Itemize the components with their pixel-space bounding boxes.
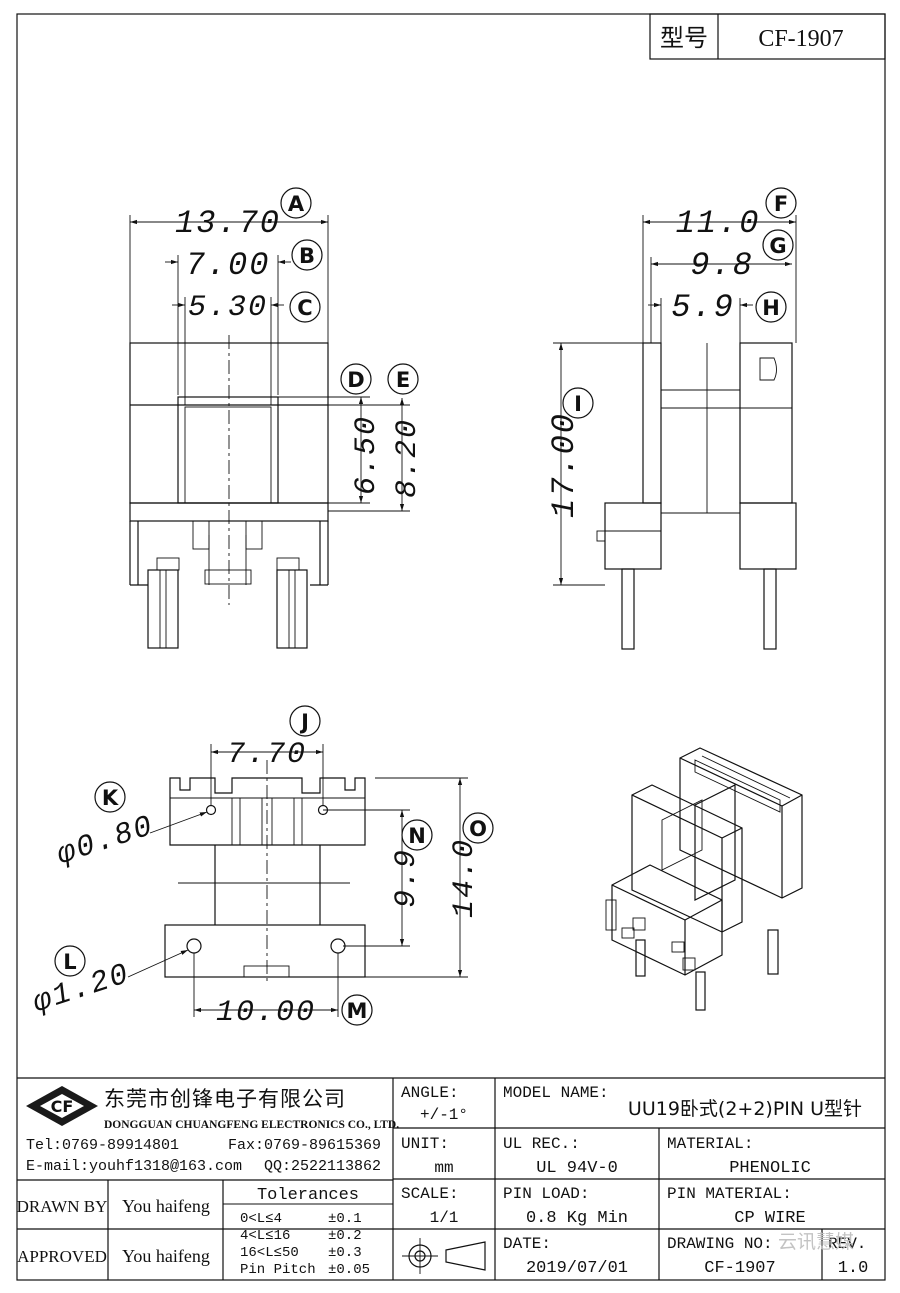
dim-g-tag: G [769, 234, 786, 258]
model-name-value: UU19卧式(2+2)PIN U型针 [628, 1098, 862, 1120]
date-value: 2019/07/01 [526, 1259, 628, 1278]
front-view: 13.70 A 7.00 B 5.30 C 6.50 D 8.20 E [129, 187, 425, 649]
dim-j-value: 7.70 [227, 738, 307, 772]
tol-value-1: ±0.2 [328, 1228, 362, 1244]
dim-l-value: φ1.20 [29, 958, 135, 1021]
dim-o-tag: O [469, 817, 487, 841]
rev-label: REV. [828, 1235, 866, 1253]
drawing-no-label: DRAWING NO: [667, 1235, 773, 1253]
dim-c-value: 5.30 [188, 291, 268, 325]
tol-value-2: ±0.3 [328, 1245, 362, 1261]
dim-c-tag: C [297, 296, 312, 320]
drawn-by-value: You haifeng [122, 1196, 210, 1216]
unit-label: UNIT: [401, 1135, 449, 1153]
approved-value: You haifeng [122, 1246, 210, 1266]
dim-m-tag: M [347, 999, 368, 1023]
dim-d-value: 6.50 [350, 415, 384, 495]
company-name-en: DONGGUAN CHUANGFENG ELECTRONICS CO., LTD… [104, 1119, 399, 1131]
material-label: MATERIAL: [667, 1135, 753, 1153]
dim-l-tag: L [63, 950, 76, 974]
dim-f-tag: F [774, 192, 788, 216]
projection-symbol [402, 1238, 486, 1274]
dim-k-tag: K [102, 786, 119, 810]
tel: Tel:0769-89914801 [26, 1137, 179, 1154]
dim-h-tag: H [762, 296, 780, 320]
pin-load-label: PIN LOAD: [503, 1185, 589, 1203]
tol-value-0: ±0.1 [328, 1211, 362, 1227]
header-type-box: 型号 CF-1907 [649, 13, 886, 60]
email: E-mail:youhf1318@163.com [26, 1158, 242, 1175]
pin-material-label: PIN MATERIAL: [667, 1185, 792, 1203]
unit-value: mm [434, 1159, 453, 1177]
pin-material-value: CP WIRE [734, 1209, 805, 1228]
fax: Fax:0769-89615369 [228, 1137, 381, 1154]
dim-b-value: 7.00 [186, 247, 271, 284]
dim-b-tag: B [299, 244, 315, 268]
angle-value: +/-1° [420, 1106, 468, 1124]
isometric-view [605, 747, 803, 1011]
angle-label: ANGLE: [401, 1084, 459, 1102]
pin-load-value: 0.8 Kg Min [526, 1209, 628, 1228]
side-view: 11.0 F 9.8 G 5.9 H 17.00 I [546, 187, 797, 650]
company-name-cn: 东莞市创锋电子有限公司 [104, 1087, 346, 1111]
tol-range-2: 16<L≤50 [240, 1245, 299, 1261]
drawn-by-label: DRAWN BY [17, 1197, 108, 1216]
bottom-view: 7.70 J φ0.80 K φ1.20 L 10.00 M 9.9 N 14.… [29, 705, 494, 1030]
approved-label: APPROVED [17, 1247, 107, 1266]
tolerances-label: Tolerances [257, 1186, 359, 1205]
scale-label: SCALE: [401, 1185, 459, 1203]
dim-j-tag: J [299, 710, 309, 734]
dim-n-value: 9.9 [390, 848, 424, 908]
dim-e-tag: E [396, 368, 410, 392]
drawing-no-value: CF-1907 [704, 1259, 775, 1278]
dim-d-tag: D [347, 368, 364, 392]
dim-a-tag: A [288, 192, 305, 216]
dim-g-value: 9.8 [690, 247, 754, 284]
dim-h-value: 5.9 [671, 289, 735, 326]
dim-m-value: 10.00 [216, 996, 316, 1030]
dim-k-value: φ0.80 [53, 810, 159, 873]
material-value: PHENOLIC [729, 1159, 811, 1178]
type-value: CF-1907 [758, 26, 843, 52]
dim-e-value: 8.20 [391, 418, 425, 498]
tol-range-1: 4<L≤16 [240, 1228, 290, 1244]
ul-rec-value: UL 94V-0 [536, 1159, 618, 1178]
rev-value: 1.0 [838, 1259, 869, 1278]
svg-text:CF: CF [51, 1097, 74, 1116]
type-label: 型号 [660, 24, 708, 52]
tol-value-3: ±0.05 [328, 1262, 370, 1278]
tol-range-0: 0<L≤4 [240, 1211, 282, 1227]
drawing-frame [16, 13, 886, 1281]
watermark-text: 云讯慧媒 [778, 1231, 854, 1253]
company-logo: CF [26, 1086, 98, 1126]
dim-n-tag: N [408, 824, 426, 848]
scale-value: 1/1 [430, 1209, 459, 1227]
qq: QQ:2522113862 [264, 1158, 381, 1175]
model-name-label: MODEL NAME: [503, 1084, 609, 1102]
dim-o-value: 14.0 [448, 838, 482, 918]
dim-a-value: 13.70 [175, 205, 281, 242]
tol-range-3: Pin Pitch [240, 1262, 316, 1278]
date-label: DATE: [503, 1235, 551, 1253]
dim-i-value: 17.00 [546, 412, 583, 518]
title-block: CF 东莞市创锋电子有限公司 DONGGUAN CHUANGFENG ELECT… [17, 1077, 885, 1280]
dim-f-value: 11.0 [676, 205, 761, 242]
ul-rec-label: UL REC.: [503, 1135, 580, 1153]
dim-i-tag: I [574, 392, 582, 416]
